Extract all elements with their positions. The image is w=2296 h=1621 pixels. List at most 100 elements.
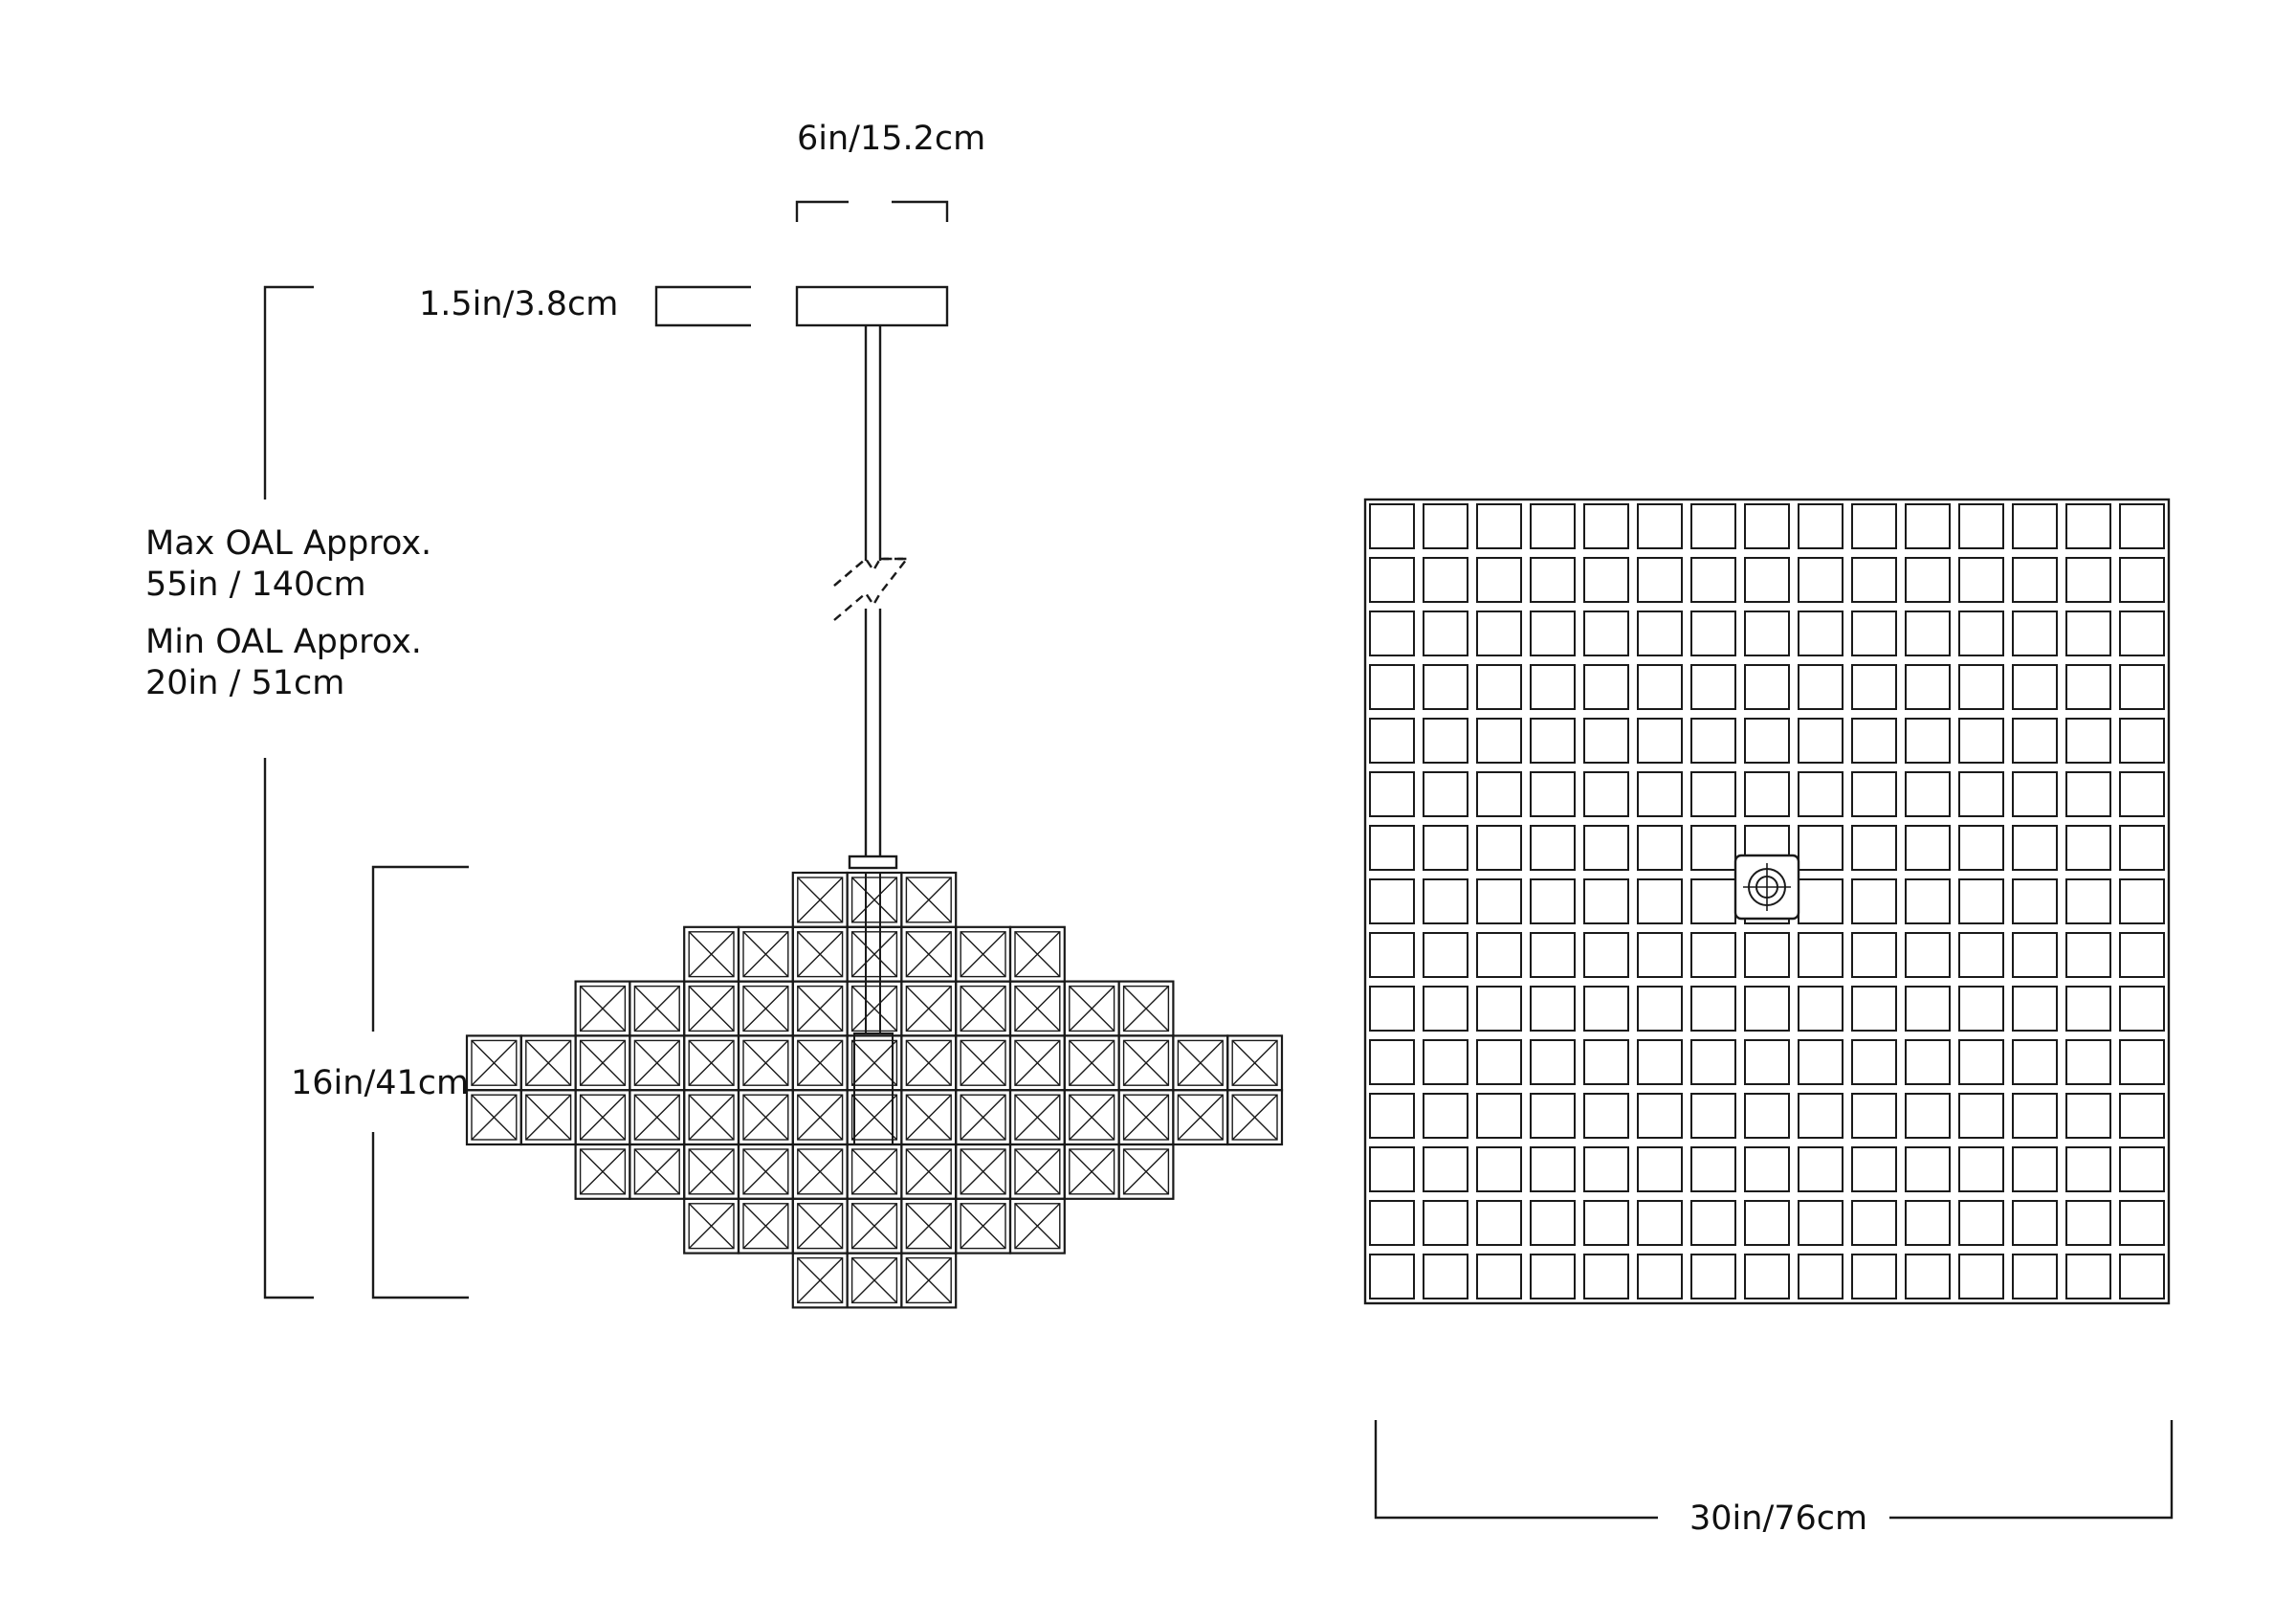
- side-cell: [955, 1143, 1012, 1200]
- side-cell: [1008, 1034, 1066, 1092]
- plan-cell: [1851, 1093, 1897, 1139]
- plan-cell: [1744, 1146, 1790, 1192]
- side-cell: [955, 925, 1012, 983]
- side-cell: [737, 1034, 794, 1092]
- plan-cell: [1583, 718, 1629, 764]
- canopy: [795, 285, 949, 327]
- side-cell: [900, 1252, 958, 1309]
- plan-cell: [1476, 932, 1522, 978]
- plan-cell: [1958, 1093, 2004, 1139]
- plan-cell: [2065, 1254, 2111, 1299]
- plan-cell: [1744, 1200, 1790, 1246]
- side-cell: [846, 1197, 903, 1255]
- plan-cell: [1476, 1039, 1522, 1085]
- side-cell: [791, 1089, 849, 1146]
- plan-cell: [2065, 878, 2111, 924]
- side-cell: [791, 871, 849, 928]
- side-cell: [791, 1143, 849, 1200]
- plan-cell: [1637, 1200, 1683, 1246]
- plan-cell: [1744, 718, 1790, 764]
- plan-cell: [1423, 825, 1468, 871]
- side-cell: [737, 1197, 794, 1255]
- plan-cell: [1369, 825, 1415, 871]
- plan-cell: [1905, 664, 1951, 710]
- plan-cell: [2119, 1254, 2165, 1299]
- plan-cell: [1851, 1039, 1897, 1085]
- side-cell: [737, 1143, 794, 1200]
- side-cell: [465, 1089, 522, 1146]
- plan-cell: [1798, 1254, 1843, 1299]
- plan-cell: [1637, 932, 1683, 978]
- plan-cell: [1423, 932, 1468, 978]
- plan-cell: [1744, 986, 1790, 1032]
- plan-cell: [1851, 664, 1897, 710]
- plan-cell: [1369, 503, 1415, 549]
- plan-cell: [1905, 986, 1951, 1032]
- plan-cell: [1369, 1254, 1415, 1299]
- plan-cell: [1637, 986, 1683, 1032]
- plan-cell: [2012, 1146, 2058, 1192]
- plan-cell: [1798, 878, 1843, 924]
- side-cell: [1008, 925, 1066, 983]
- side-cell: [1117, 1034, 1175, 1092]
- plan-cell: [2065, 771, 2111, 817]
- min-oal-title: Min OAL Approx.: [145, 623, 422, 661]
- plan-cell: [1798, 1146, 1843, 1192]
- side-cell: [900, 1034, 958, 1092]
- side-cell: [574, 1089, 631, 1146]
- plan-cell: [1530, 1039, 1576, 1085]
- side-cell: [629, 1143, 686, 1200]
- side-cell: [683, 1197, 740, 1255]
- overall-length-bracket-bottom: [263, 758, 314, 1299]
- plan-cell: [1476, 1254, 1522, 1299]
- side-cell: [955, 1089, 1012, 1146]
- plan-cell: [1476, 557, 1522, 603]
- plan-cell: [1958, 557, 2004, 603]
- plan-cell: [1530, 986, 1576, 1032]
- plan-cell: [2012, 878, 2058, 924]
- plan-cell: [1744, 503, 1790, 549]
- plan-cell: [1851, 1146, 1897, 1192]
- plan-cell: [1744, 771, 1790, 817]
- plan-cell: [1583, 1254, 1629, 1299]
- shade-width-label: 30in/76cm: [1689, 1499, 1868, 1538]
- dimension-lines: [263, 200, 2174, 1520]
- plan-cell: [2119, 557, 2165, 603]
- plan-cell: [1851, 503, 1897, 549]
- plan-cell: [1369, 1093, 1415, 1139]
- plan-cell: [2012, 557, 2058, 603]
- plan-cell: [1851, 1254, 1897, 1299]
- plan-cell: [2065, 503, 2111, 549]
- canopy-height-bracket: [654, 285, 751, 327]
- plan-cell: [1476, 503, 1522, 549]
- plan-cell: [1958, 771, 2004, 817]
- plan-cell: [1530, 878, 1576, 924]
- plan-cell: [2119, 878, 2165, 924]
- plan-cell: [2119, 718, 2165, 764]
- plan-cell: [1423, 718, 1468, 764]
- plan-cell: [2065, 557, 2111, 603]
- side-cell: [846, 980, 903, 1037]
- plan-cell: [1476, 986, 1522, 1032]
- plan-cell: [2012, 1093, 2058, 1139]
- plan-cell: [1798, 718, 1843, 764]
- side-cell: [1117, 1143, 1175, 1200]
- plan-cell: [2119, 503, 2165, 549]
- side-cell: [683, 925, 740, 983]
- plan-cell: [1690, 664, 1736, 710]
- plan-cell: [2065, 664, 2111, 710]
- plan-cell: [1851, 611, 1897, 656]
- plan-cell: [1798, 557, 1843, 603]
- side-cell: [791, 925, 849, 983]
- plan-cell: [1369, 932, 1415, 978]
- plan-cell: [1530, 1093, 1576, 1139]
- shade-height-bracket-top: [371, 865, 469, 1032]
- side-cell: [1172, 1034, 1229, 1092]
- plan-cell: [1690, 1093, 1736, 1139]
- plan-cell: [2119, 611, 2165, 656]
- side-cell: [574, 1034, 631, 1092]
- side-cell: [791, 980, 849, 1037]
- plan-cell: [1530, 718, 1576, 764]
- plan-cell: [1744, 557, 1790, 603]
